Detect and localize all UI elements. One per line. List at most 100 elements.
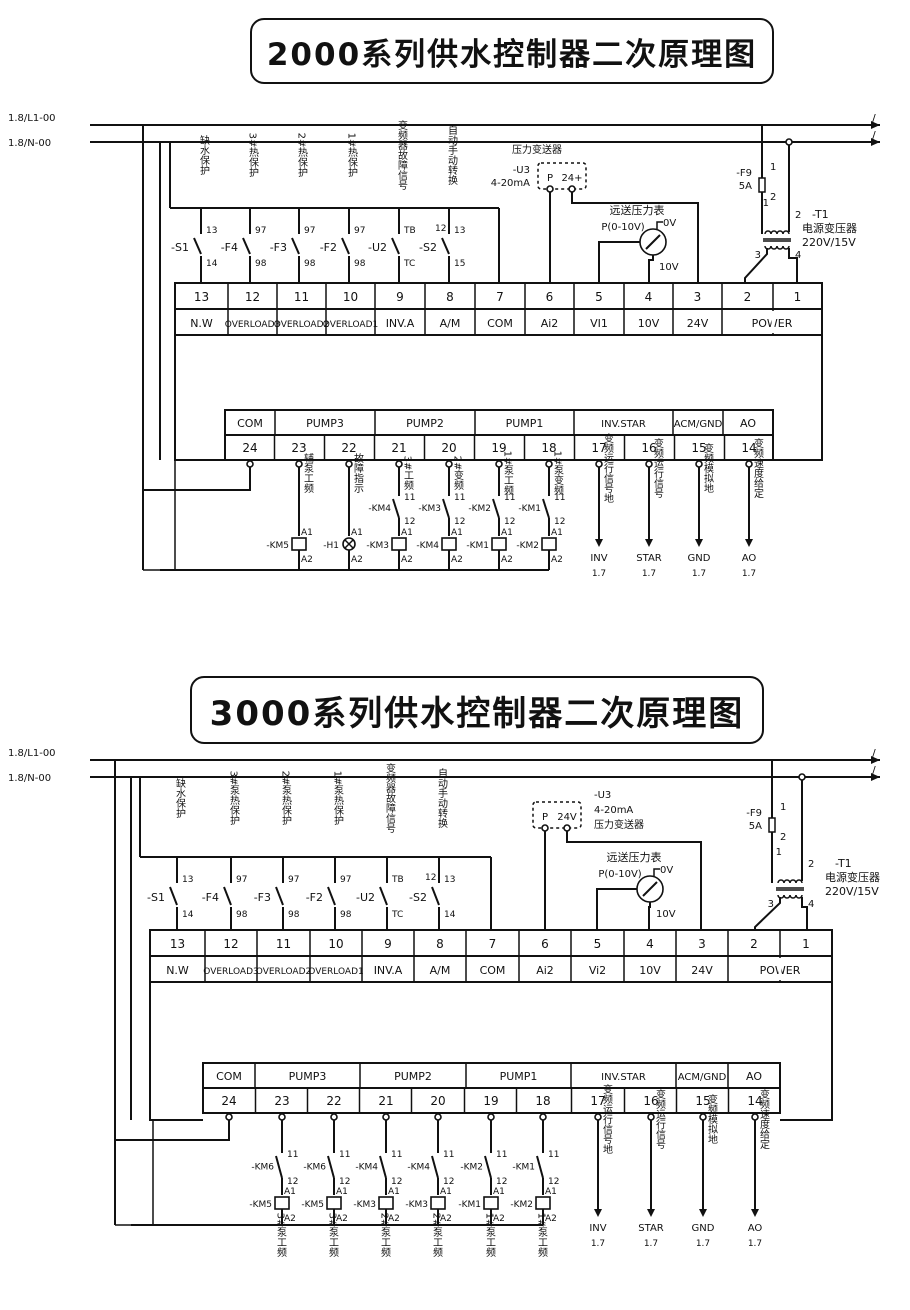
pin-label: 97: [354, 226, 365, 236]
gauge-name: 远送压力表: [610, 203, 665, 217]
top-terminal-number: 2: [744, 290, 752, 304]
bottom-group-label: PUMP2: [394, 1070, 432, 1083]
gauge-0v-stub: [656, 221, 663, 229]
top-terminal-number: 2: [750, 937, 758, 951]
signal-function-label: 变频速度给定: [758, 1088, 770, 1150]
bottom-group-label: PUMP2: [406, 417, 444, 430]
contact-ref: -KM6: [303, 1163, 326, 1173]
bottom-terminal-number: 21: [391, 441, 406, 455]
pin-label: A1: [388, 1187, 400, 1197]
aux-contact: [275, 1155, 283, 1179]
fuse-pin: 2: [770, 192, 776, 203]
top-terminal-number: 8: [446, 290, 454, 304]
pin-label: 15: [454, 259, 465, 269]
bus-n-label: 1.8/N-00: [8, 773, 51, 784]
aux-contact: [431, 1155, 439, 1179]
pin-label: 97: [304, 226, 315, 236]
top-terminal-label: OVERLOAD3: [203, 967, 258, 977]
gauge-10v-wire: [648, 255, 654, 283]
bottom-terminal-number: 19: [483, 1094, 498, 1108]
signal-arrow-icon: [595, 539, 603, 547]
pin-label: A2: [284, 1214, 296, 1224]
top-terminal-label: VI1: [590, 317, 608, 330]
pump-function-label: 1#泵变频: [552, 451, 564, 497]
contact-blade: [327, 886, 336, 906]
sensor-name: 压力变送器: [594, 818, 644, 831]
pin-label: 98: [255, 259, 267, 269]
pin-label: 13: [444, 875, 455, 885]
bottom-terminal-number: 24: [221, 1094, 236, 1108]
pin-label: A2: [451, 555, 463, 565]
pin-label: A2: [493, 1214, 505, 1224]
pin-label: A2: [501, 555, 513, 565]
top-terminal-number: 6: [546, 290, 554, 304]
gauge-range: P(0-10V): [598, 869, 641, 880]
transformer-pin: 3: [755, 250, 761, 261]
top-terminal-number: 4: [646, 937, 654, 951]
controller-body-right: [773, 335, 823, 461]
top-terminal-label-row: [174, 308, 823, 336]
pin-label: 12: [425, 873, 436, 883]
signal-function-label: 变频运行信号: [654, 1088, 666, 1150]
transformer-coil: [776, 230, 784, 235]
coil-ref: -H1: [323, 541, 339, 551]
bottom-terminal-number: 23: [274, 1094, 289, 1108]
top-terminal-number: 12: [223, 937, 238, 951]
bottom-terminal-number-row: [202, 1087, 781, 1114]
transformer-ref: -T1: [812, 208, 829, 221]
gauge-0v-stub: [653, 868, 660, 876]
contact-ref: -KM4: [407, 1163, 430, 1173]
pin-label: 12: [548, 1177, 559, 1187]
pin-label: 11: [443, 1150, 454, 1160]
sensor-ref: -U3: [594, 790, 611, 801]
gauge-10v: 10V: [659, 262, 679, 273]
transformer-pin: 4: [808, 899, 814, 910]
signal-arrow-icon: [695, 539, 703, 547]
pin-label: 98: [288, 910, 300, 920]
transformer-pin: 1: [776, 847, 782, 858]
aux-contact: [392, 498, 400, 519]
aux-contact: [536, 1155, 544, 1179]
signal-function-label: 变频模拟地: [706, 1093, 718, 1144]
bottom-terminal-number: 21: [378, 1094, 393, 1108]
top-terminal-number: 5: [595, 290, 603, 304]
device-function-label: 变频器故障信号: [384, 762, 396, 834]
transformer-coil: [776, 245, 784, 250]
top-terminal-label: 24V: [691, 964, 713, 977]
pin-label: 11: [391, 1150, 402, 1160]
gauge-signal-wire: [598, 241, 640, 283]
bus-break: /: [872, 747, 876, 760]
pin-label: 12: [443, 1177, 454, 1187]
coil-ref: -KM3: [405, 1200, 428, 1210]
relay-coil-icon: [483, 1196, 499, 1210]
contact-blade: [391, 237, 400, 255]
pump-function-label: 1#泵工频: [536, 1213, 548, 1259]
coil-ref: -KM5: [266, 541, 289, 551]
relay-coil-icon: [378, 1196, 394, 1210]
transformer-rating: 220V/15V: [802, 236, 856, 249]
top-terminal-number: 7: [489, 937, 497, 951]
pin-label: 13: [206, 226, 217, 236]
bottom-terminal-number: 24: [242, 441, 257, 455]
pump-function-label: 2#泵工频: [379, 1213, 391, 1259]
aux-contact: [379, 1155, 387, 1179]
x: [115, 1120, 154, 1226]
top-terminal-number: 13: [194, 290, 209, 304]
junction-dot: [563, 824, 571, 832]
coil-ref: -KM4: [416, 541, 439, 551]
transformer-pin: 1: [763, 198, 769, 209]
gauge-10v-wire: [648, 902, 651, 930]
device-function-label: 1#热保护: [346, 133, 358, 179]
bottom-group-label: AO: [746, 1070, 762, 1083]
junction-dot: [246, 460, 254, 468]
pin-label: A1: [284, 1187, 296, 1197]
bus-break: /: [872, 129, 876, 142]
contact-ref: -KM2: [460, 1163, 483, 1173]
top-terminal-number: 12: [245, 290, 260, 304]
device-function-label: 3#热保护: [247, 133, 259, 179]
top-terminal-number-row: [149, 929, 833, 957]
relay-coil-icon: [535, 1196, 551, 1210]
top-terminal-number: 4: [645, 290, 653, 304]
top-terminal-number: 10: [328, 937, 343, 951]
device-function-label: 缺水保护: [198, 134, 210, 176]
